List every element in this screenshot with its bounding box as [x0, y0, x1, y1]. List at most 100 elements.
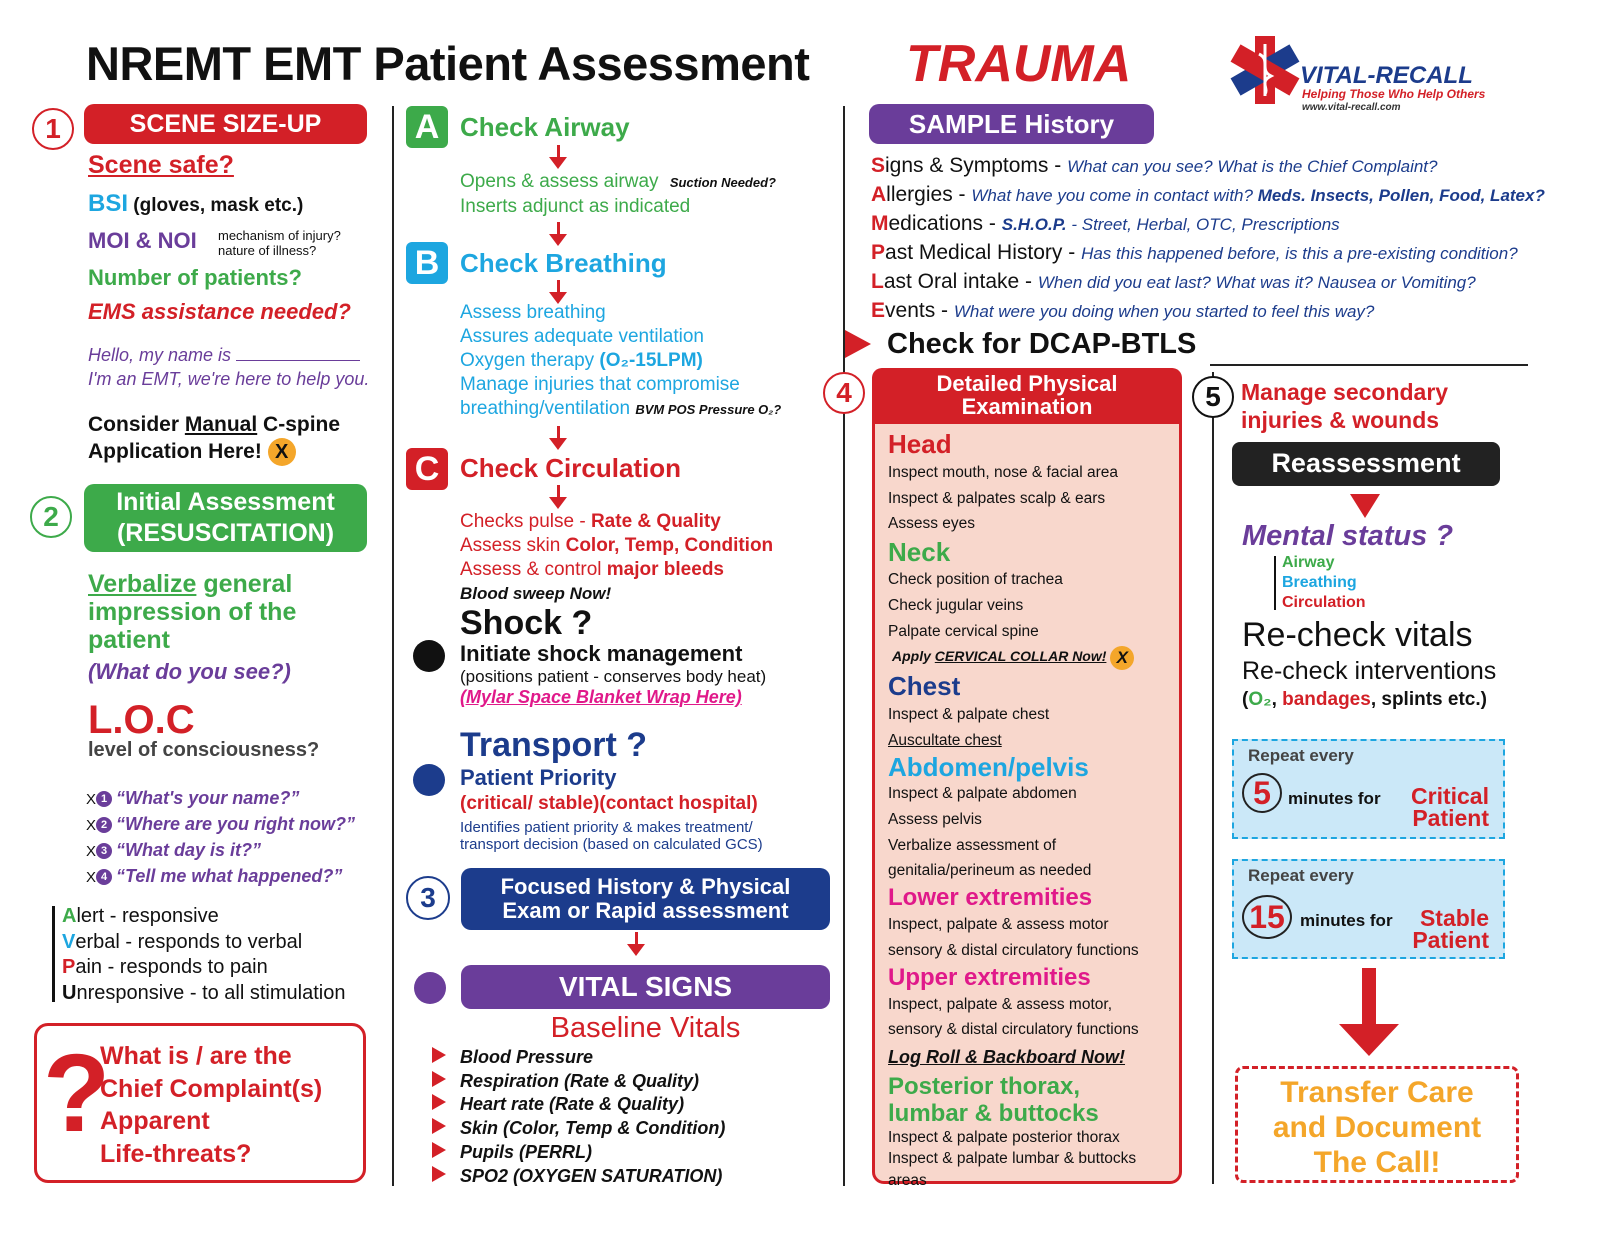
scene-size-up-header: SCENE SIZE-UP: [84, 104, 367, 144]
star-of-life-icon: [1230, 36, 1300, 104]
list-item: Inspect & palpate chest: [888, 705, 1050, 723]
scene-safe: Scene safe?: [88, 151, 234, 179]
column-divider: [843, 106, 845, 1186]
down-arrow-icon: [549, 145, 567, 169]
neck-heading: Neck: [888, 537, 951, 568]
transport-steps: Patient Priority (critical/ stable)(cont…: [460, 765, 763, 853]
minutes-for-label: minutes for: [1288, 789, 1381, 808]
list-item: Auscultate chest: [888, 731, 1002, 749]
sample-history-header: SAMPLE History: [869, 104, 1154, 144]
detailed-exam-content: Head Inspect mouth, nose & facial area I…: [888, 428, 1178, 1191]
check-circulation-heading: Check Circulation: [460, 453, 682, 483]
log-roll-note: Log Roll & Backboard Now!: [888, 1046, 1126, 1067]
down-arrow-icon: [549, 485, 567, 509]
bullet-triangle-icon: [432, 1165, 446, 1182]
list-item: Past Medical History - Has this happened…: [871, 241, 1518, 264]
posterior-heading: Posterior thorax,lumbar & buttocks: [888, 1072, 1099, 1127]
question-mark-icon: ?: [43, 1032, 111, 1155]
list-item: Inspect mouth, nose & facial area: [888, 464, 1119, 481]
abdomen-heading: Abdomen/pelvis: [888, 752, 1089, 783]
list-item: Inspect & palpate abdomen: [888, 785, 1077, 803]
dcap-btls: Check for DCAP-BTLS: [887, 328, 1197, 360]
what-do-you-see: (What do you see?): [88, 659, 291, 684]
list-item: Assess pelvis: [888, 811, 982, 829]
brand-tagline: Helping Those Who Help Others: [1302, 87, 1486, 101]
sample-list: Signs & Symptoms - What can you see? Wha…: [871, 152, 1591, 326]
list-item: Alert - responsive: [62, 905, 219, 927]
checkbox-x-icon: X: [1110, 645, 1135, 670]
step-1-badge: 1: [32, 108, 74, 150]
list-item: Last Oral intake - When did you eat last…: [871, 270, 1476, 293]
trauma-heading: TRAUMA: [906, 35, 1132, 93]
list-item: sensory & distal circulatory functions: [888, 1021, 1139, 1039]
detailed-exam-box: [872, 368, 1182, 1184]
five-minutes-badge: 5: [1242, 773, 1282, 813]
abc-bar: [1274, 556, 1276, 610]
shock-heading: Shock ?: [460, 604, 593, 642]
breathing-letter-badge: B: [406, 242, 448, 284]
initial-assessment-header: Initial Assessment(RESUSCITATION): [84, 484, 367, 552]
bullet-triangle-icon: [432, 1141, 446, 1158]
circulation-letter-badge: C: [406, 448, 448, 490]
list-item: Heart rate (Rate & Quality): [432, 1093, 725, 1117]
list-item: Inspect & palpates scalp & ears: [888, 489, 1106, 507]
list-item: Inspect & palpate lumbar & buttocks: [888, 1150, 1137, 1168]
avpu-list: Alert - responsive Verbal - responds to …: [62, 904, 345, 1006]
reassessment-header: Reassessment: [1232, 442, 1500, 486]
airway-steps: Opens & assess airway Suction Needed? In…: [460, 171, 776, 217]
bullet-triangle-icon: [432, 1118, 446, 1135]
list-item: Inspect & palpate posterior thorax: [888, 1128, 1120, 1146]
list-item: Signs & Symptoms - What can you see? Wha…: [871, 154, 1438, 177]
down-triangle-icon: [1350, 494, 1380, 518]
bullet-triangle-icon: [432, 1094, 446, 1111]
check-breathing-heading: Check Breathing: [460, 248, 667, 278]
step-2-badge: 2: [30, 496, 72, 538]
hello-script: Hello, my name is I'm an EMT, we're here…: [88, 345, 370, 389]
list-item: Allergies - What have you come in contac…: [871, 183, 1545, 206]
brand-url: www.vital-recall.com: [1302, 102, 1401, 113]
list-item: Verbalize assessment of: [888, 836, 1057, 854]
loc-desc: level of consciousness?: [88, 739, 320, 761]
list-item: Pain - responds to pain: [62, 956, 268, 978]
down-arrow-icon: [549, 222, 567, 246]
down-arrow-icon: [1339, 1024, 1399, 1056]
avpu-bar: [52, 906, 55, 1002]
bullet-dot: [413, 764, 445, 796]
repeat-label: Repeat every: [1248, 866, 1354, 885]
step-3-badge: 3: [406, 876, 450, 920]
list-item: Medications - S.H.O.P. - Street, Herbal,…: [871, 212, 1340, 235]
down-arrow-icon: [549, 280, 567, 304]
upper-extremities-heading: Upper extremities: [888, 963, 1091, 991]
list-item: Events - What were you doing when you st…: [871, 299, 1375, 322]
cervical-collar-note: Apply CERVICAL COLLAR Now! X: [888, 644, 1178, 670]
list-item: Palpate cervical spine: [888, 622, 1039, 640]
loc-heading: L.O.C: [88, 698, 195, 742]
minutes-for-label: minutes for: [1300, 911, 1393, 930]
list-item: Skin (Color, Temp & Condition): [432, 1117, 725, 1141]
list-item: genitalia/perineum as needed: [888, 862, 1092, 880]
list-item: areas: [888, 1171, 927, 1189]
column-divider: [392, 106, 394, 1186]
down-arrow-icon: [549, 426, 567, 450]
list-item: Assess eyes: [888, 515, 976, 533]
column-divider: [1212, 372, 1214, 1184]
cspine-note: Consider Manual C-spine Application Here…: [88, 411, 340, 467]
step-4-badge: 4: [823, 372, 865, 414]
list-item: Pupils (PERRL): [432, 1141, 725, 1165]
list-item: Unresponsive - to all stimulation: [62, 981, 346, 1004]
repeat-label: Repeat every: [1248, 746, 1354, 765]
chest-heading: Chest: [888, 670, 961, 701]
list-item: SPO2 (OXYGEN SATURATION): [432, 1165, 725, 1189]
circulation-steps: Checks pulse - Rate & Quality Assess ski…: [460, 511, 774, 603]
arrow-shaft: [1362, 968, 1376, 1026]
